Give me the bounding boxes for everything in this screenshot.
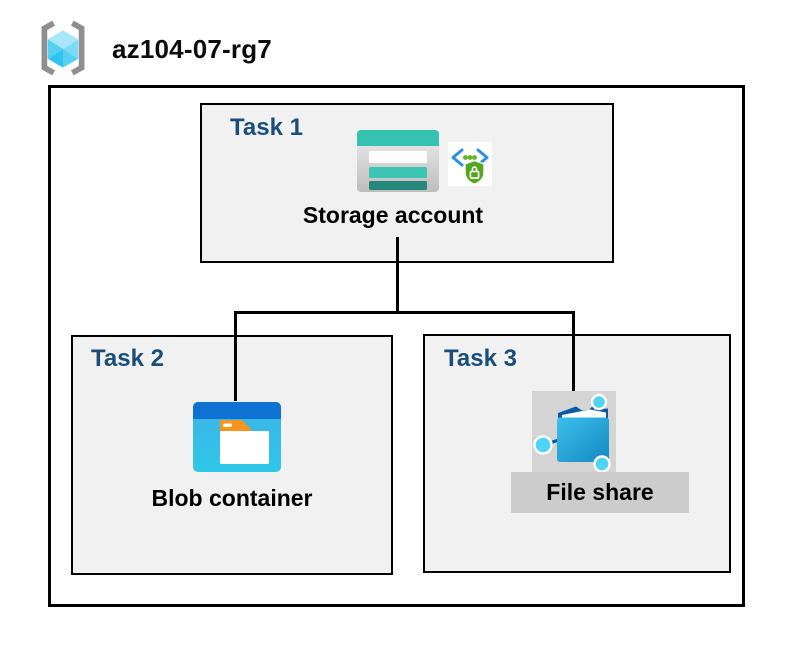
resource-group-header: az104-07-rg7 — [0, 0, 788, 85]
secure-access-icon — [447, 141, 493, 187]
resource-group-title: az104-07-rg7 — [112, 33, 272, 64]
task2-box: Task 2 Blob container — [71, 335, 393, 575]
connector-to-fileshare — [572, 311, 575, 391]
task1-label: Task 1 — [230, 114, 303, 141]
connector-to-blob — [234, 311, 237, 401]
blob-container-icon — [193, 402, 281, 472]
task1-box: Task 1 — [200, 103, 614, 263]
connector-storage-stem — [396, 237, 399, 313]
storage-account-icon — [357, 130, 439, 192]
task3-box: Task 3 File share — [423, 334, 731, 573]
task3-label: Task 3 — [444, 345, 517, 372]
task2-label: Task 2 — [91, 345, 164, 372]
storage-account-label: Storage account — [302, 202, 484, 228]
file-share-label: File share — [511, 472, 689, 513]
resource-group-icon — [34, 18, 92, 78]
connector-horizontal — [234, 311, 575, 314]
file-share-icon — [532, 391, 616, 472]
blob-container-label: Blob container — [151, 485, 313, 511]
